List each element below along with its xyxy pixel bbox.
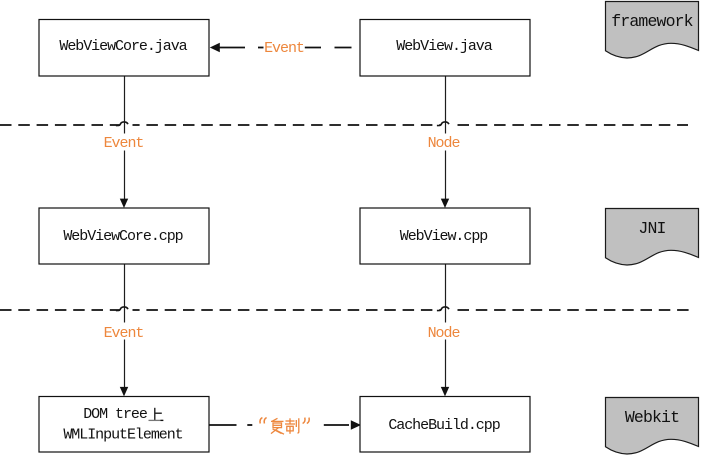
svg-text:Node: Node: [428, 325, 461, 342]
svg-text:Node: Node: [428, 135, 461, 152]
svg-text:WebView.cpp: WebView.cpp: [400, 228, 488, 245]
svg-text:CacheBuild.cpp: CacheBuild.cpp: [388, 417, 499, 434]
svg-text:Event: Event: [104, 135, 144, 152]
svg-text:JNI: JNI: [638, 219, 665, 238]
svg-text:Event: Event: [104, 325, 144, 342]
svg-text:WebViewCore.java: WebViewCore.java: [59, 38, 187, 55]
svg-text:DOM tree: DOM tree: [83, 406, 148, 423]
svg-text:WebView.java: WebView.java: [396, 38, 492, 55]
svg-text:Event: Event: [264, 40, 304, 57]
svg-text:Webkit: Webkit: [625, 408, 679, 427]
svg-text:WebViewCore.cpp: WebViewCore.cpp: [63, 228, 182, 245]
svg-text:framework: framework: [611, 12, 693, 31]
svg-text:WMLInputElement: WMLInputElement: [63, 427, 182, 444]
